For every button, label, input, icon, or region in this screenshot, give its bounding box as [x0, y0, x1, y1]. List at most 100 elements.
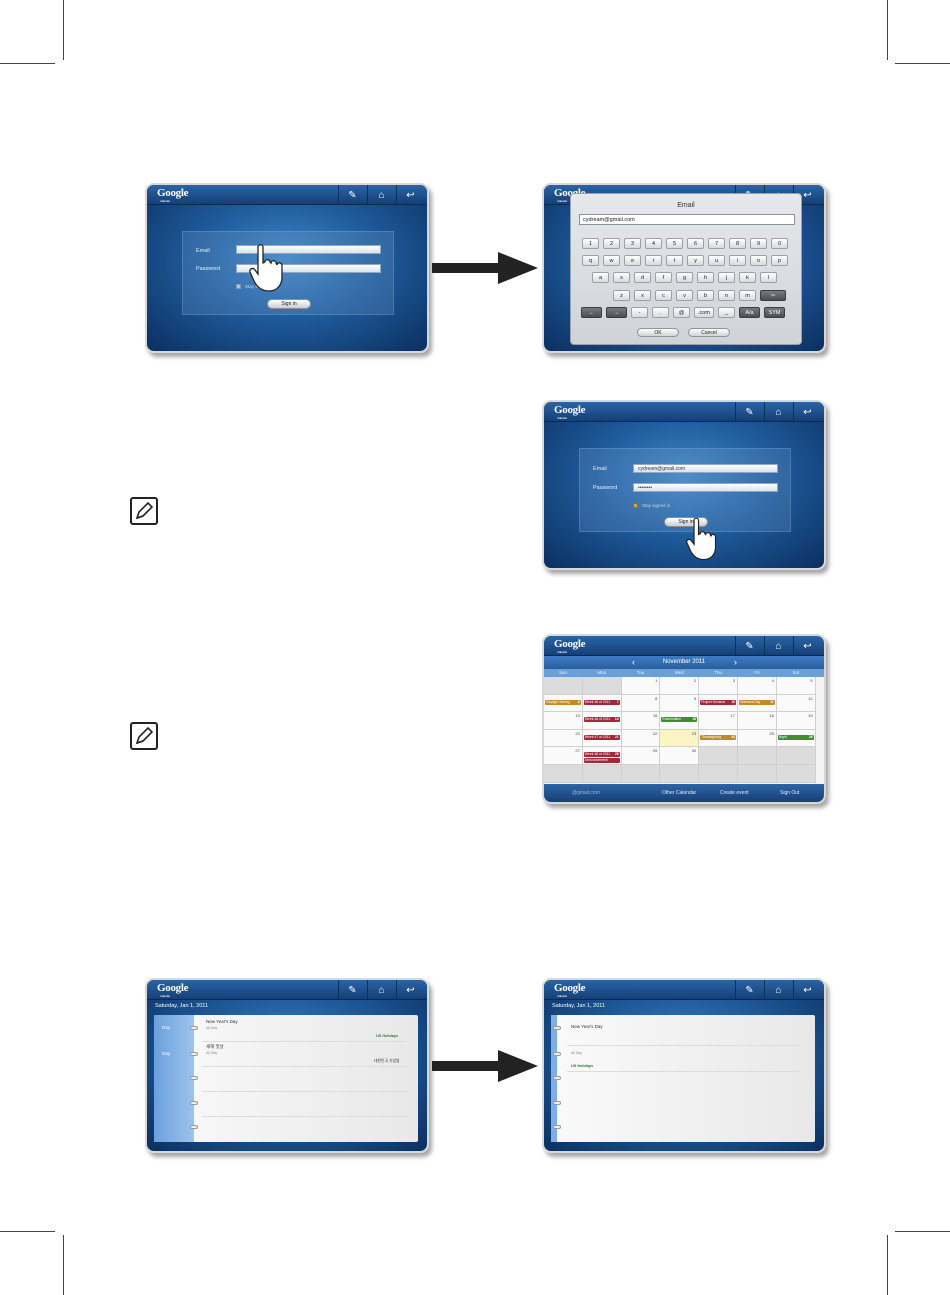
back-icon[interactable]: ↩ [793, 980, 821, 1000]
home-icon[interactable]: ⌂ [764, 980, 792, 1000]
key-2-5[interactable]: h [697, 272, 714, 283]
day-cell[interactable] [776, 765, 816, 783]
bookmark-icon[interactable]: ✎ [735, 402, 763, 422]
key-0-6[interactable]: 7 [708, 238, 725, 249]
day-cell[interactable]: 25 [738, 729, 777, 748]
key-2-6[interactable]: j [718, 272, 735, 283]
key-0-5[interactable]: 6 [687, 238, 704, 249]
password-field[interactable]: •••••••• [633, 483, 778, 492]
back-icon[interactable]: ↩ [793, 636, 821, 656]
key-2-3[interactable]: f [655, 272, 672, 283]
day-cell[interactable] [699, 765, 738, 783]
keyboard-input[interactable]: cydream@gmail.com [579, 214, 795, 225]
day-cell[interactable]: 22 [621, 729, 661, 748]
key-2-0[interactable]: a [592, 272, 609, 283]
key-4-5[interactable]: .com [694, 307, 714, 318]
day-cell[interactable] [582, 765, 622, 783]
day-cell[interactable]: 17 [699, 712, 738, 730]
key-0-7[interactable]: 8 [729, 238, 746, 249]
home-icon[interactable]: ⌂ [367, 185, 395, 205]
day-cell[interactable] [544, 677, 583, 695]
other-calendar-button[interactable]: Other Calendar [662, 790, 697, 796]
day-cell[interactable] [738, 765, 777, 783]
key-4-1[interactable]: → [606, 307, 627, 318]
day-cell[interactable]: 30 [660, 747, 700, 765]
email-field[interactable] [236, 245, 381, 254]
day-cell[interactable] [699, 747, 738, 765]
key-3-5[interactable]: n [718, 290, 735, 301]
key-2-8[interactable]: l [760, 272, 777, 283]
key-3-1[interactable]: x [634, 290, 651, 301]
key-1-2[interactable]: e [624, 255, 641, 266]
home-icon[interactable]: ⌂ [764, 636, 792, 656]
key-3-7[interactable]: ⇦ [760, 290, 786, 301]
day-cell[interactable] [544, 765, 583, 783]
bookmark-icon[interactable]: ✎ [338, 980, 366, 1000]
key-2-7[interactable]: k [739, 272, 756, 283]
day-cell[interactable]: 4 [738, 677, 777, 695]
calendar-event[interactable]: Announcement [583, 758, 620, 764]
key-0-8[interactable]: 9 [750, 238, 767, 249]
day-cell[interactable]: 12 [776, 694, 816, 713]
key-3-6[interactable]: m [739, 290, 756, 301]
key-3-3[interactable]: v [676, 290, 693, 301]
key-0-3[interactable]: 4 [645, 238, 662, 249]
day-cell[interactable]: 8 [621, 694, 661, 713]
day-cell[interactable]: 29 [621, 747, 661, 765]
key-3-0[interactable]: z [613, 290, 630, 301]
day-cell[interactable]: 1 [621, 677, 661, 695]
key-2-2[interactable]: d [634, 272, 651, 283]
key-2-1[interactable]: s [613, 272, 630, 283]
day-cell[interactable] [582, 677, 622, 695]
event-title[interactable]: New Year's Day [206, 1019, 238, 1024]
key-2-4[interactable]: g [676, 272, 693, 283]
key-1-3[interactable]: r [645, 255, 662, 266]
event-title[interactable]: 새해 첫날 [206, 1044, 224, 1049]
day-cell[interactable]: 15 [621, 712, 661, 730]
key-4-6[interactable]: _ [718, 307, 735, 318]
key-4-7[interactable]: A/a [739, 307, 760, 318]
key-0-9[interactable]: 0 [771, 238, 788, 249]
key-4-8[interactable]: SYM [764, 307, 785, 318]
key-1-7[interactable]: i [729, 255, 746, 266]
key-0-0[interactable]: 1 [582, 238, 599, 249]
sign-out-button[interactable]: Sign Out [780, 790, 800, 796]
bookmark-icon[interactable]: ✎ [735, 636, 763, 656]
stay-signed-in-checkbox[interactable] [633, 503, 638, 508]
prev-month-icon[interactable]: ‹ [632, 657, 635, 667]
key-4-4[interactable]: @ [673, 307, 690, 318]
day-cell[interactable] [660, 765, 700, 783]
key-1-1[interactable]: w [603, 255, 620, 266]
key-3-2[interactable]: c [655, 290, 672, 301]
back-icon[interactable]: ↩ [396, 185, 424, 205]
home-icon[interactable]: ⌂ [764, 402, 792, 422]
key-1-4[interactable]: t [666, 255, 683, 266]
day-cell[interactable]: 9 [660, 694, 700, 713]
day-cell[interactable]: 3 [699, 677, 738, 695]
day-cell[interactable]: 18 [738, 712, 777, 730]
back-icon[interactable]: ↩ [396, 980, 424, 1000]
day-cell[interactable] [738, 747, 777, 765]
bookmark-icon[interactable]: ✎ [735, 980, 763, 1000]
day-cell[interactable] [621, 765, 661, 783]
key-4-0[interactable]: ← [581, 307, 602, 318]
key-0-1[interactable]: 2 [603, 238, 620, 249]
home-icon[interactable]: ⌂ [367, 980, 395, 1000]
day-cell[interactable]: 23 [660, 729, 700, 748]
back-icon[interactable]: ↩ [793, 402, 821, 422]
email-field[interactable]: cydream@gmail.com [633, 464, 778, 473]
day-cell[interactable]: 2 [660, 677, 700, 695]
key-3-4[interactable]: b [697, 290, 714, 301]
key-0-2[interactable]: 3 [624, 238, 641, 249]
ok-button[interactable]: OK [637, 328, 679, 337]
key-4-2[interactable]: - [631, 307, 648, 318]
sign-in-button[interactable]: Sign in [664, 517, 708, 527]
